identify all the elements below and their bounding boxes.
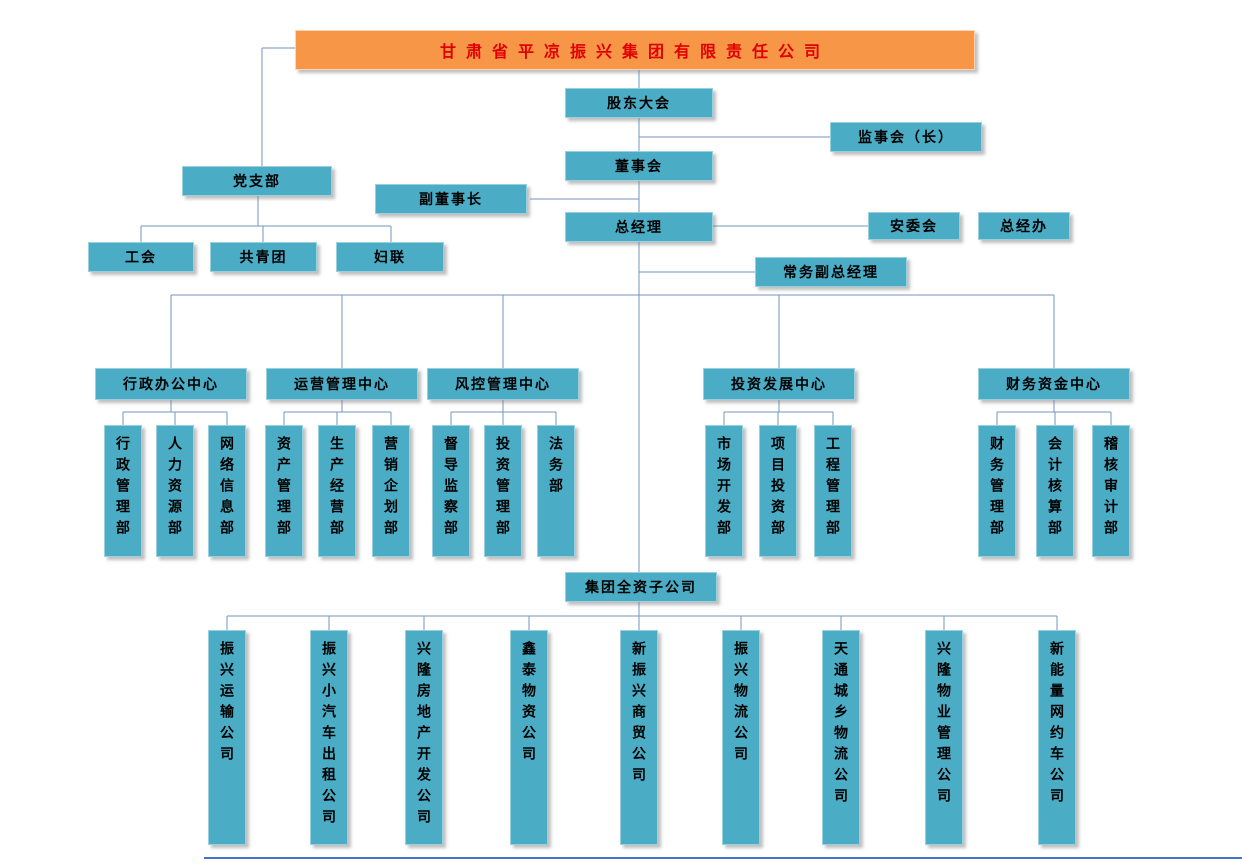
node-labor-union: 工会: [88, 242, 194, 272]
node-center-admin-office: 行政办公中心: [95, 368, 247, 400]
dept-box: 法务部: [537, 425, 575, 557]
dept-box: 生产经营部: [318, 425, 356, 557]
node-center-risk-control: 风控管理中心: [427, 368, 579, 400]
dept-box: 人力资源部: [156, 425, 194, 557]
company-title: 甘肃省平凉振兴集团有限责任公司: [295, 30, 975, 70]
node-women-federation: 妇联: [336, 242, 444, 272]
subsidiary-box: 天通城乡物流公司: [822, 630, 860, 845]
dept-box: 市场开发部: [705, 425, 743, 557]
node-shareholders-meeting: 股东大会: [565, 88, 713, 118]
node-exec-deputy-gm: 常务副总经理: [755, 257, 907, 287]
subsidiary-box: 兴隆物业管理公司: [925, 630, 963, 845]
subsidiary-box: 振兴运输公司: [208, 630, 246, 845]
dept-box: 督导监察部: [432, 425, 470, 557]
subsidiary-box: 新振兴商贸公司: [620, 630, 658, 845]
node-center-investment-dev: 投资发展中心: [703, 368, 855, 400]
dept-box: 项目投资部: [759, 425, 797, 557]
node-vice-chairman: 副董事长: [375, 184, 527, 214]
dept-box: 财务管理部: [978, 425, 1016, 557]
node-general-manager: 总经理: [565, 212, 713, 242]
dept-box: 稽核审计部: [1092, 425, 1130, 557]
node-board-of-directors: 董事会: [565, 151, 713, 181]
node-safety-committee: 安委会: [868, 212, 960, 240]
connector-lines: [122, 47, 1112, 631]
subsidiary-box: 振兴物流公司: [722, 630, 760, 845]
node-center-finance-capital: 财务资金中心: [978, 368, 1130, 400]
node-center-operations: 运营管理中心: [266, 368, 418, 400]
dept-box: 会计核算部: [1036, 425, 1074, 557]
dept-box: 营销企划部: [372, 425, 410, 557]
subsidiary-box: 振兴小汽车出租公司: [310, 630, 348, 845]
dept-box: 行政管理部: [104, 425, 142, 557]
node-youth-league: 共青团: [210, 242, 317, 272]
node-party-branch: 党支部: [182, 166, 332, 196]
subsidiary-box: 鑫泰物资公司: [510, 630, 548, 845]
node-supervisory-board: 监事会（长）: [830, 122, 982, 152]
subsidiary-box: 新能量网约车公司: [1038, 630, 1076, 845]
node-gm-office: 总经办: [978, 212, 1070, 240]
dept-box: 工程管理部: [814, 425, 852, 557]
node-subsidiaries-header: 集团全资子公司: [565, 572, 717, 602]
dept-box: 投资管理部: [484, 425, 522, 557]
subsidiary-box: 兴隆房地产开发公司: [405, 630, 443, 845]
dept-box: 资产管理部: [265, 425, 303, 557]
dept-box: 网络信息部: [208, 425, 246, 557]
